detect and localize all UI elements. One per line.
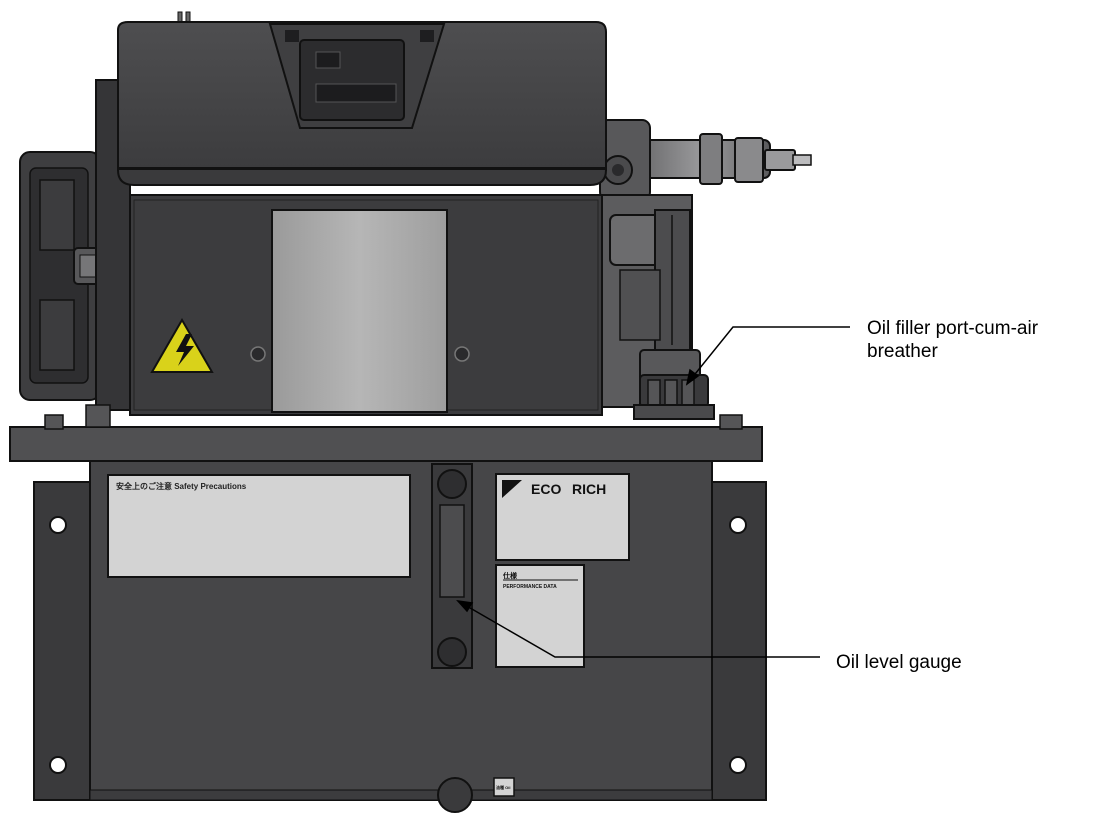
pipe-fittings: [599, 119, 812, 201]
spec-plate-sub: PERFORMANCE DATA: [503, 584, 557, 590]
high-voltage-warning-icon: [150, 317, 214, 373]
pump-block: [599, 194, 701, 411]
safety-precaution-plate: 安全上のご注意 Safety Precautions: [107, 474, 411, 578]
arrowhead-oil-level: [456, 599, 474, 613]
oil-type-plate: 油種 Oil: [493, 777, 515, 797]
brand-left-text: ECO: [531, 481, 561, 497]
safety-plate-text: 安全上のご注意 Safety Precautions: [116, 481, 247, 491]
brand-plate: ECO RICH: [495, 473, 630, 561]
motor-housing: [95, 11, 607, 416]
oil-filler-port: [633, 374, 715, 420]
brand-right-text: RICH: [572, 481, 606, 497]
daikin-triangle-mark: [502, 480, 522, 498]
leader-lines: [456, 326, 850, 658]
oil-filler-callout: Oil filler port-cum-air breather: [867, 318, 1039, 362]
oil-level-gauge: [431, 463, 473, 669]
arrowhead-oil-filler: [685, 368, 700, 386]
fan-housing: [19, 151, 103, 401]
leader-oil-level: [457, 600, 820, 658]
spec-plate-title: 仕様: [502, 571, 518, 580]
oil-type-text: 油種 Oil: [496, 784, 510, 790]
leader-oil-filler: [686, 326, 850, 385]
base-plate: [9, 404, 763, 462]
oil-level-callout: Oil level gauge: [836, 652, 962, 673]
spec-plate: 仕様 PERFORMANCE DATA: [495, 564, 585, 668]
